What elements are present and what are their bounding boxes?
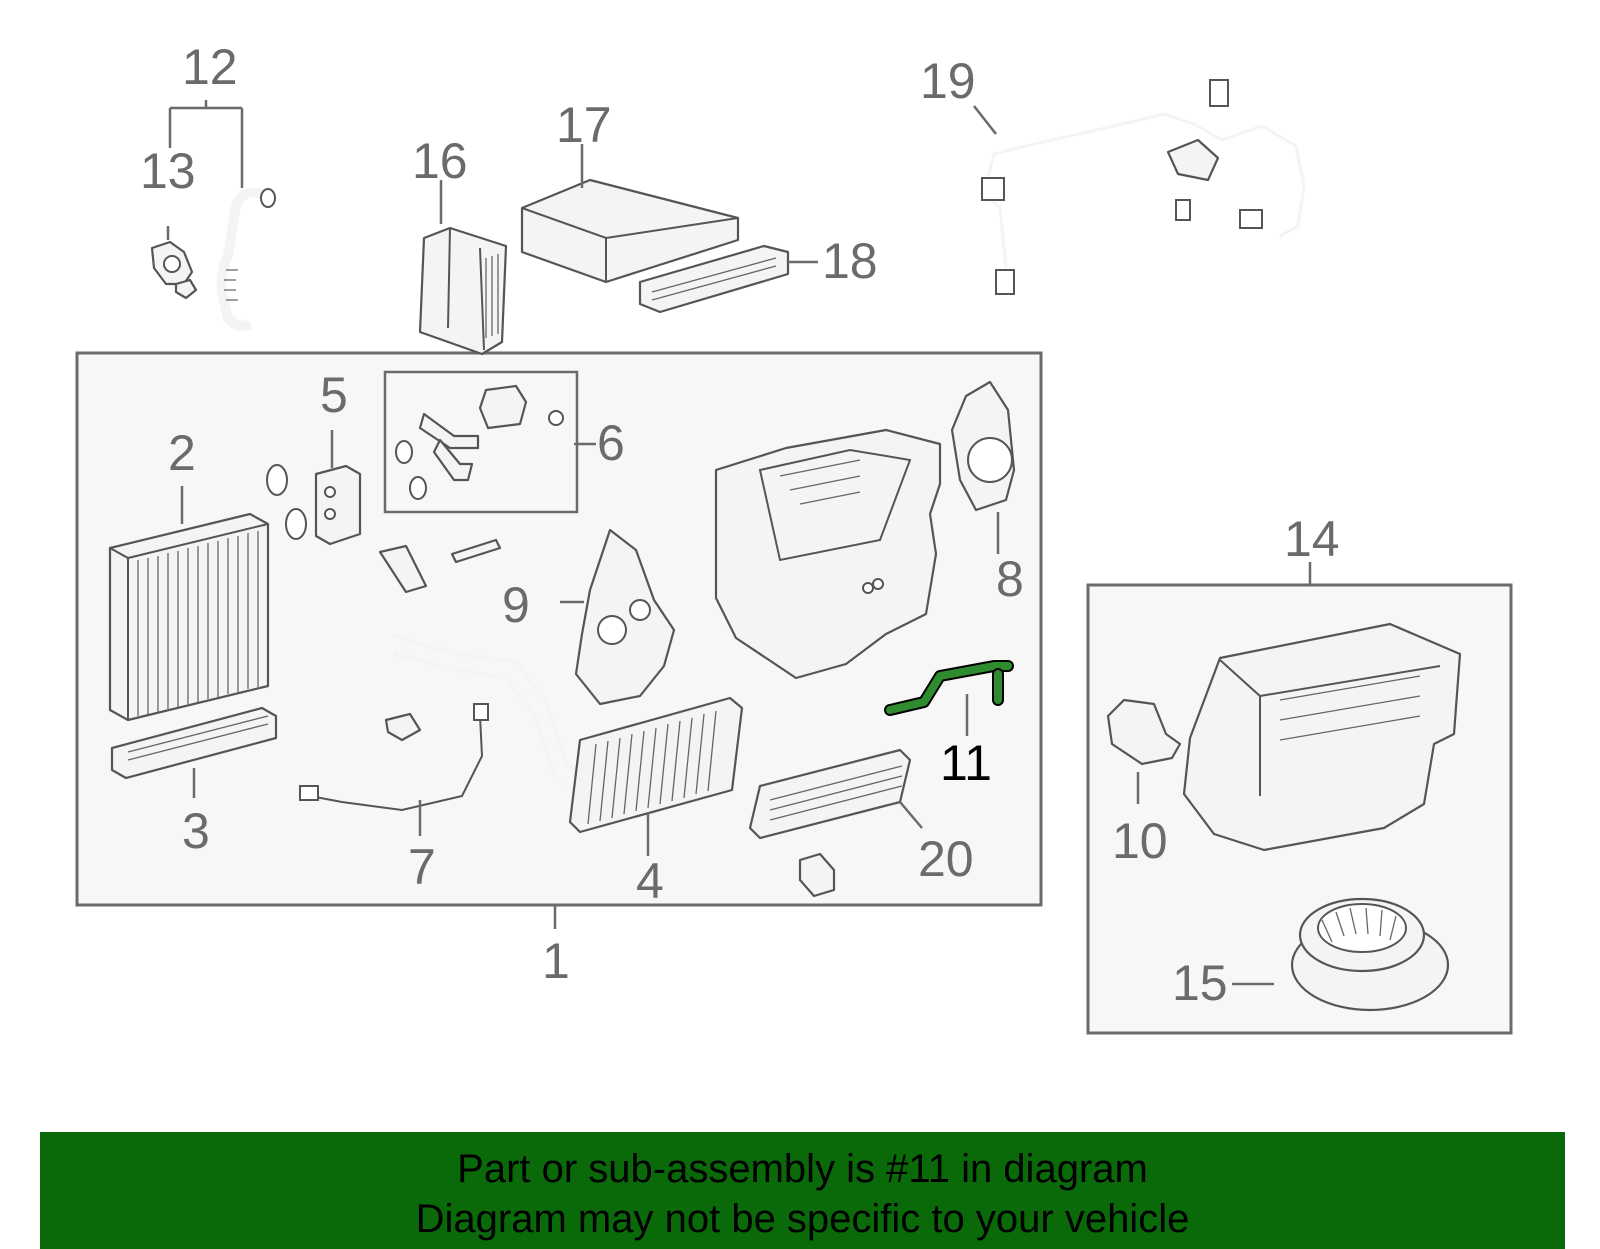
part-2-evaporator[interactable] — [108, 512, 270, 722]
callout-5: 5 — [320, 367, 348, 423]
part-12-hose[interactable] — [216, 187, 276, 331]
part-16-control-module[interactable] — [418, 226, 508, 356]
hvac-case-housing[interactable] — [714, 428, 942, 680]
callout-10: 10 — [1112, 813, 1168, 869]
callout-16: 16 — [412, 133, 468, 189]
part-11-drain-hose[interactable] — [884, 660, 1014, 716]
callout-2: 2 — [168, 425, 196, 481]
callout-20: 20 — [918, 831, 974, 887]
leader-lines — [166, 100, 1312, 986]
callout-1: 1 — [542, 933, 570, 989]
part-7-sensor-wire[interactable] — [299, 703, 489, 812]
callout-7: 7 — [408, 839, 436, 895]
part-6-pipe-fittings[interactable] — [395, 384, 564, 500]
o-rings — [266, 464, 307, 540]
callout-6: 6 — [597, 415, 625, 471]
callout-4: 4 — [636, 853, 664, 909]
part-8-cover-plate[interactable] — [950, 380, 1016, 512]
callout-15: 15 — [1172, 955, 1228, 1011]
banner-line-1: Part or sub-assembly is #11 in diagram — [457, 1147, 1148, 1191]
part-15-blower-motor[interactable] — [1290, 897, 1450, 1012]
callout-13: 13 — [140, 143, 196, 199]
callout-12: 12 — [182, 39, 238, 95]
info-banner: Part or sub-assembly is #11 in diagram D… — [40, 1132, 1565, 1249]
callout-17: 17 — [556, 97, 612, 153]
part-9-servo-motor[interactable] — [574, 528, 676, 706]
part-18-filter-cover[interactable] — [638, 244, 790, 314]
callout-3: 3 — [182, 803, 210, 859]
part-20-resistor[interactable] — [748, 748, 912, 898]
part-5-expansion-valve[interactable] — [314, 464, 362, 546]
callout-8: 8 — [996, 551, 1024, 607]
clip-and-bolt — [378, 538, 502, 594]
banner-line-2: Diagram may not be specific to your vehi… — [415, 1197, 1190, 1241]
part-4-heater-core[interactable] — [568, 696, 744, 834]
part-14-blower-case[interactable] — [1182, 622, 1462, 852]
callout-9: 9 — [502, 577, 530, 633]
callout-19: 19 — [920, 53, 976, 109]
callout-18: 18 — [822, 233, 878, 289]
part-17-cabin-filter[interactable] — [520, 178, 740, 284]
part-19-wire-harness[interactable] — [981, 79, 1306, 295]
callout-14: 14 — [1284, 511, 1340, 567]
heater-pipes — [395, 634, 598, 804]
part-3-evaporator-cover[interactable] — [110, 706, 278, 780]
callout-11: 11 — [940, 735, 992, 791]
part-10-actuator[interactable] — [1106, 698, 1182, 766]
part-13-sensor[interactable] — [150, 240, 198, 300]
